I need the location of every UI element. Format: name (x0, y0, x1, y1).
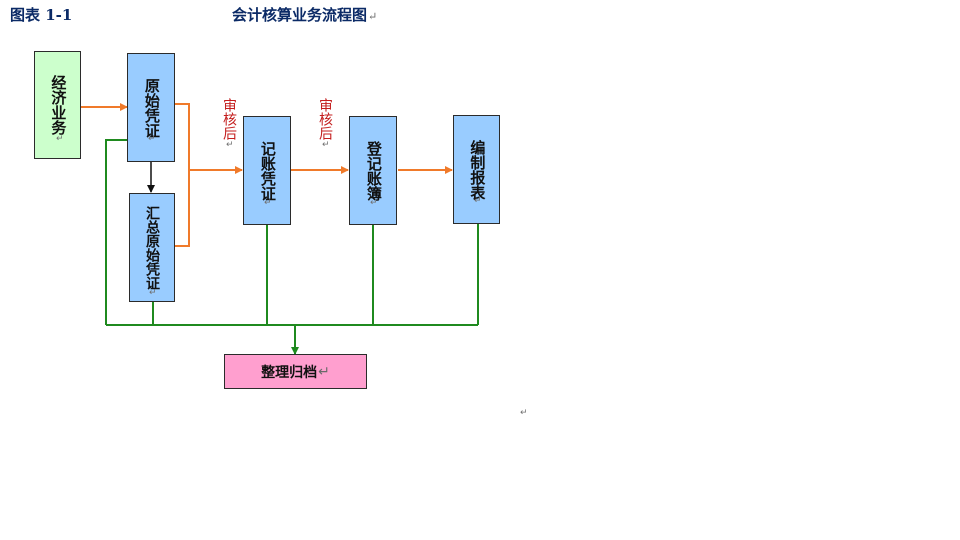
return-mark-icon: ↵ (149, 288, 157, 298)
return-mark-icon: ↵ (322, 140, 330, 150)
return-mark-icon: ↵ (226, 140, 234, 150)
edge-label-audit-2: 审核后 (317, 98, 333, 140)
paragraph-mark-icon: ↵ (318, 363, 330, 380)
edge-label-audit-1-text: 审核后 (221, 98, 237, 140)
node-register-books-label: 登记账簿 (364, 140, 383, 201)
node-prepare-statements-label: 编制报表 (468, 139, 487, 200)
page-title: 会计核算业务流程图↵ (232, 4, 377, 25)
return-mark-icon: ↵ (370, 198, 378, 208)
edge-label-audit-2-text: 审核后 (317, 98, 333, 140)
node-summary-original-voucher-label: 汇总原始凭证 (144, 205, 160, 290)
node-prepare-statements: 编制报表 (453, 115, 500, 224)
node-archive: 整理归档↵ (224, 354, 367, 389)
paragraph-mark-icon: ↵ (368, 10, 378, 23)
connector-voucher-right (175, 103, 190, 247)
return-mark-icon: ↵ (56, 134, 64, 144)
figure-label: 图表 1-1 (10, 4, 72, 25)
edge-label-audit-1: 审核后 (221, 98, 237, 140)
node-register-books: 登记账簿 (349, 116, 397, 225)
node-economic-business-label: 经济业务 (49, 75, 68, 135)
node-summary-original-voucher: 汇总原始凭证 (129, 193, 175, 302)
node-original-voucher-label: 原始凭证 (142, 77, 161, 138)
return-mark-icon: ↵ (264, 198, 272, 208)
figure-label-text: 图表 1-1 (10, 6, 73, 24)
node-economic-business: 经济业务 (34, 51, 81, 159)
green-line-from-voucher (105, 139, 127, 325)
stray-return-mark-icon: ↵ (520, 408, 528, 418)
page-title-text: 会计核算业务流程图 (232, 6, 368, 24)
return-mark-icon: ↵ (474, 196, 482, 206)
node-bookkeeping-voucher: 记账凭证 (243, 116, 291, 225)
node-bookkeeping-voucher-label: 记账凭证 (258, 140, 277, 201)
return-mark-icon: ↵ (148, 134, 156, 144)
node-original-voucher: 原始凭证 (127, 53, 175, 162)
node-archive-label: 整理归档 (261, 364, 318, 381)
